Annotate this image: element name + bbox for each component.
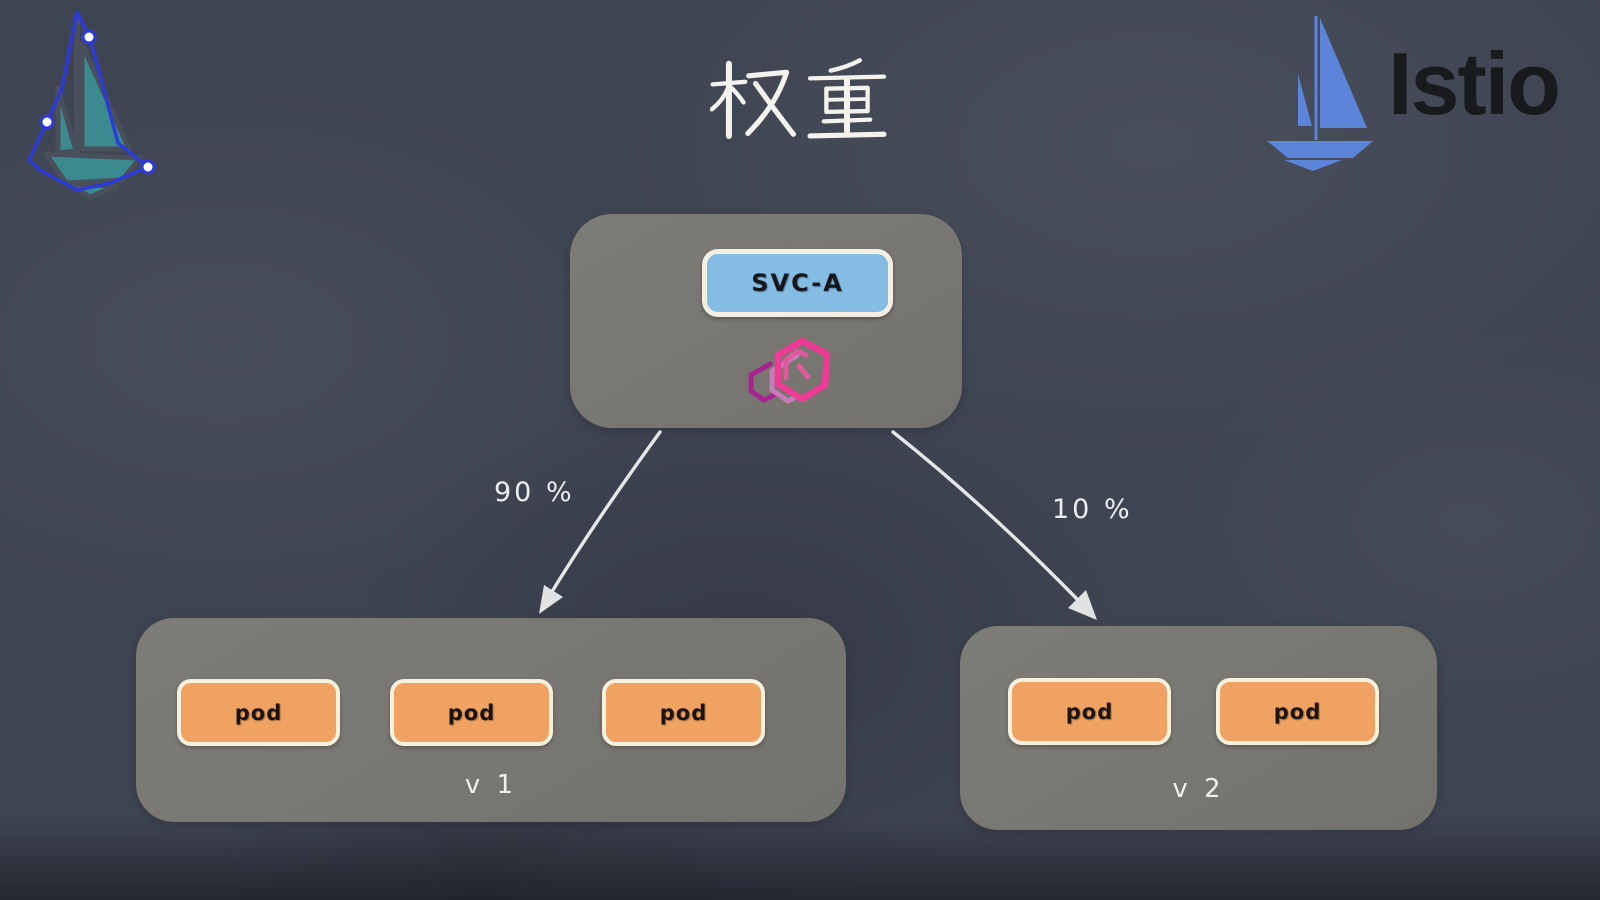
title-glyph-quan — [710, 60, 796, 139]
version-group-v2: pod pod v 2 — [960, 626, 1437, 830]
pod-node: pod — [390, 679, 553, 746]
version-label-v1: v 1 — [464, 770, 518, 800]
pod-label: pod — [659, 700, 708, 725]
title-glyph-zhong — [807, 58, 887, 139]
version-label-v2: v 2 — [1172, 774, 1225, 804]
pod-label: pod — [234, 700, 283, 725]
pink-hexagons-icon — [748, 337, 831, 404]
istio-wordmark: Istio — [1388, 34, 1561, 133]
pod-label: pod — [1065, 699, 1114, 724]
pod-node: pod — [602, 679, 765, 746]
weight-label-90: 90 % — [494, 477, 575, 508]
pod-node: pod — [177, 679, 340, 746]
service-node-label: SVC-A — [751, 269, 844, 297]
route-arrow-90-icon — [539, 430, 662, 614]
pod-label: pod — [447, 700, 496, 725]
service-node: SVC-A — [702, 249, 893, 317]
version-group-v1: pod pod pod v 1 — [136, 618, 846, 822]
anchor-point-icons — [39, 29, 156, 175]
pod-label: pod — [1273, 699, 1322, 724]
pod-node: pod — [1008, 678, 1171, 745]
istio-sailboat-icon — [1267, 16, 1373, 171]
route-arrow-10-icon — [891, 430, 1097, 620]
selection-outline — [27, 10, 150, 192]
page-title: 权重 — [710, 56, 890, 142]
pod-node: pod — [1216, 678, 1379, 745]
teal-sailboat-icon — [27, 10, 156, 200]
weight-label-10: 10 % — [1052, 494, 1133, 525]
